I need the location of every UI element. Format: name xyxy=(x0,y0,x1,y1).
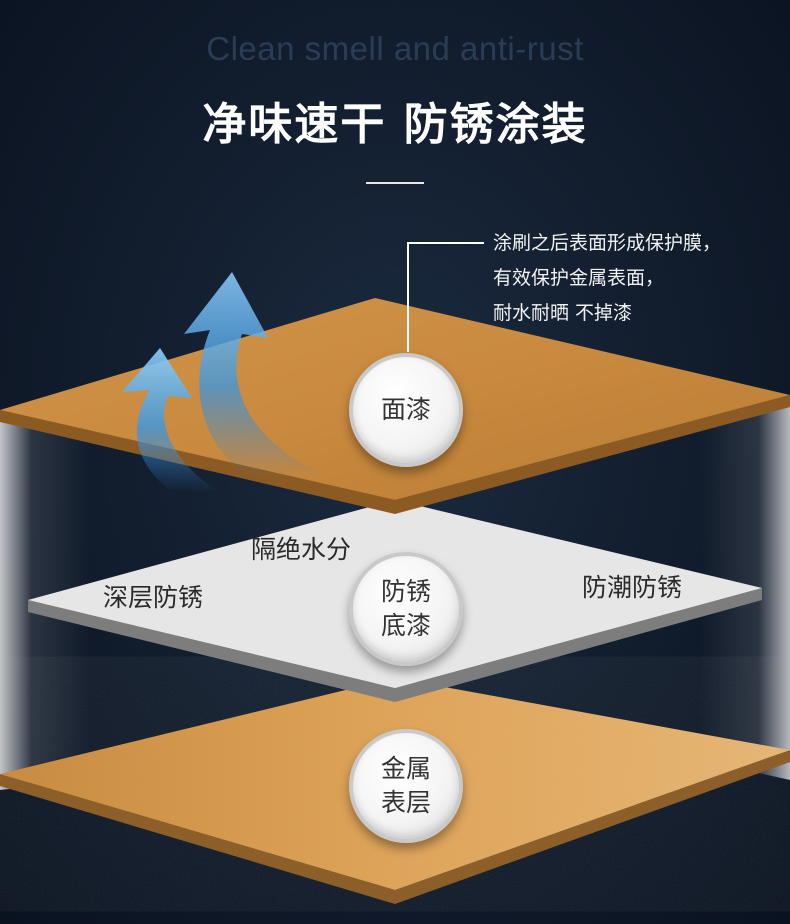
callout-line-2: 有效保护金属表面， xyxy=(493,267,665,289)
primer-label-left: 深层防锈 xyxy=(103,583,204,612)
callout-line-3: 耐水耐晒 不掉漆 xyxy=(493,302,633,324)
callout-line-1: 涂刷之后表面形成保护膜， xyxy=(493,232,722,254)
subtitle-english: Clean smell and anti-rust xyxy=(206,30,584,67)
primer-badge-line-2: 底漆 xyxy=(380,611,431,640)
metal-badge: 金属 表层 xyxy=(349,729,463,843)
primer-label-right: 防潮防锈 xyxy=(582,573,683,602)
title-divider xyxy=(366,182,424,184)
primer-badge-line-1: 防锈 xyxy=(380,577,431,606)
metal-badge-line-1: 金属 xyxy=(380,754,431,783)
callout-leader-line xyxy=(407,242,484,352)
upward-steam-arrow-icon xyxy=(122,272,330,492)
topcoat-badge-text: 面漆 xyxy=(380,395,431,424)
primer-label-top: 隔绝水分 xyxy=(251,535,352,564)
topcoat-badge: 面漆 xyxy=(349,353,463,467)
metal-badge-line-2: 表层 xyxy=(380,788,431,817)
page-title: 净味速干 防锈涂装 xyxy=(202,99,588,150)
primer-badge: 防锈 底漆 xyxy=(349,552,463,666)
